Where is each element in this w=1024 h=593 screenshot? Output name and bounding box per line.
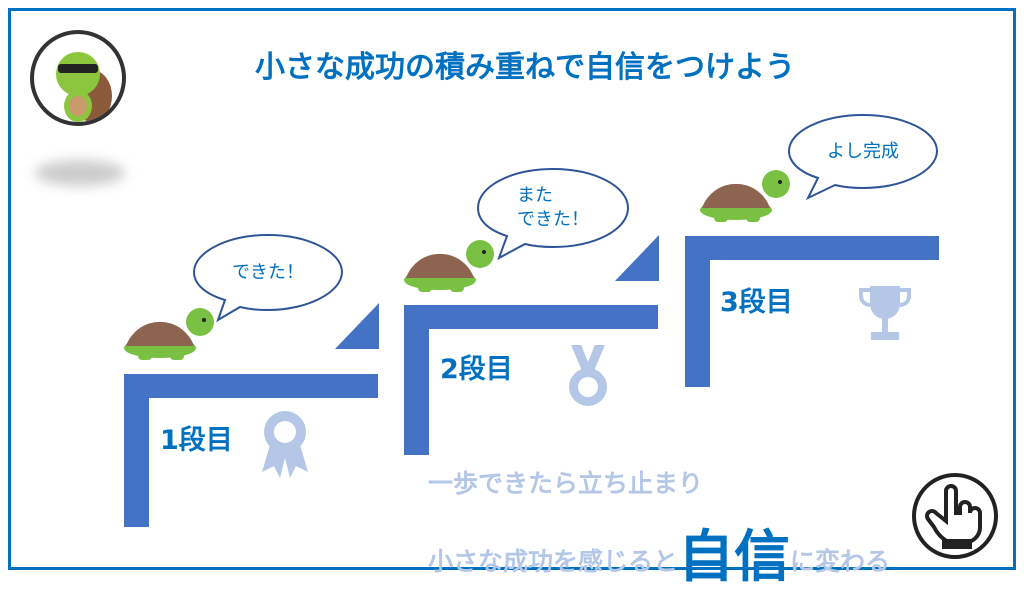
page-title: 小さな成功の積み重ねで自信をつけよう — [255, 50, 795, 85]
speech-bubble-3: よし完成 — [787, 113, 939, 201]
message-line-2-pre: 小さな成功を感じると — [428, 547, 679, 576]
speech-bubble-1: できた！ — [192, 233, 344, 323]
avatar-turtle-sunglasses — [30, 30, 126, 126]
stair-1-side — [124, 374, 149, 527]
stair-1-arrow — [335, 303, 379, 349]
step-2-label: 2段目 — [440, 354, 513, 385]
bubble-3-text: よし完成 — [827, 141, 899, 162]
turtle-3 — [700, 170, 790, 222]
stair-2-arrow — [615, 235, 659, 281]
speech-bubble-2: また できた！ — [476, 167, 630, 261]
message-line-2-post: に変わる — [790, 547, 891, 576]
bubble-1-text: できた！ — [232, 262, 304, 283]
stair-2-side — [404, 305, 429, 455]
turtle-1 — [124, 308, 214, 360]
rosette-icon — [262, 411, 308, 478]
slide-frame — [8, 8, 1016, 570]
avatar-shadow — [35, 160, 125, 186]
trophy-icon — [859, 286, 911, 340]
stair-3-side — [685, 236, 710, 387]
message-emphasis: 自信 — [678, 525, 791, 590]
step-3-label: 3段目 — [720, 287, 793, 318]
turtle-2 — [404, 240, 494, 292]
message-line-2: 小さな成功を感じると自信に変わる — [428, 512, 890, 593]
message-line-1: 一歩できたら立ち止まり — [428, 469, 704, 498]
pointing-hand-icon — [912, 473, 998, 559]
stair-1-top — [124, 374, 378, 398]
stair-3-top — [685, 236, 939, 260]
bubble-2-text: また できた！ — [517, 185, 589, 230]
medal-icon — [569, 345, 607, 406]
stair-2-top — [404, 305, 658, 329]
step-1-label: 1段目 — [160, 425, 233, 456]
